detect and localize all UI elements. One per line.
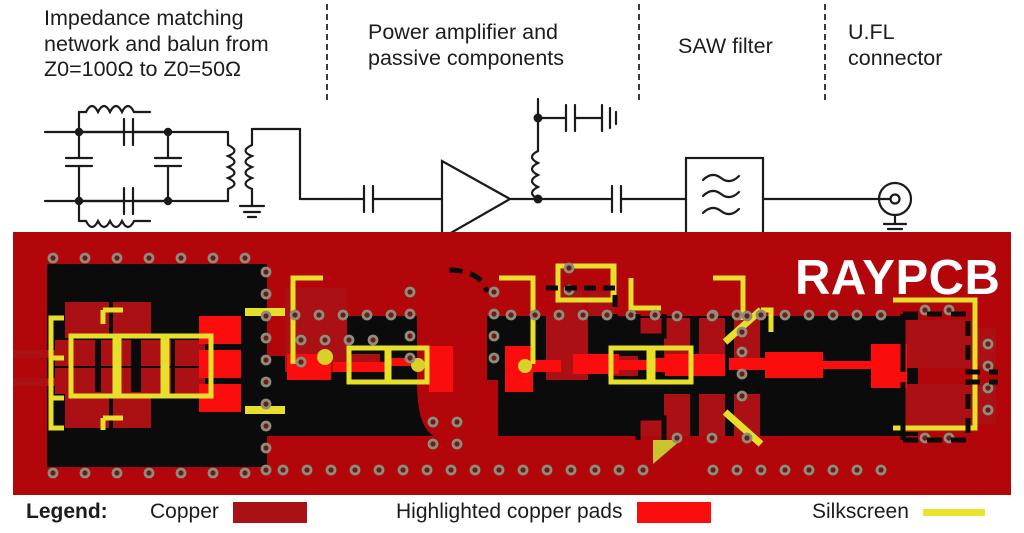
transformer-primary xyxy=(225,143,236,191)
raypcb-logo: RAYPCB xyxy=(795,251,1000,305)
legend-bar: Legend: Copper Highlighted copper pads S… xyxy=(0,496,1024,533)
ufl-connector-pin xyxy=(889,193,901,205)
legend-title: Legend: xyxy=(26,500,108,523)
filter-wave xyxy=(701,189,741,199)
legend-item-highlighted-pads-label: Highlighted copper pads xyxy=(396,500,623,523)
section-divider-1 xyxy=(326,4,328,100)
filter-wave xyxy=(701,173,741,183)
legend-item-silkscreen-label: Silkscreen xyxy=(812,500,909,523)
legend-item-copper-label: Copper xyxy=(150,500,219,523)
silkscreen-dots xyxy=(317,349,532,373)
annotation-saw-filter: SAW filter xyxy=(678,34,773,58)
bias-inductor xyxy=(530,149,541,201)
annotation-ufl-connector: U.FL connector xyxy=(848,20,943,70)
annotation-power-amplifier: Power amplifier and passive components xyxy=(368,20,564,70)
legend-item-silkscreen: Silkscreen xyxy=(812,500,985,524)
transformer-secondary xyxy=(244,143,255,191)
legend-swatch-highlighted-pads xyxy=(636,501,711,523)
board-keepout-outline xyxy=(546,285,998,443)
legend-item-copper: Copper xyxy=(150,500,307,524)
amplifier-triangle xyxy=(440,159,513,240)
inductor-coil-bottom xyxy=(84,218,136,229)
filter-wave xyxy=(701,206,741,216)
annotation-impedance-matching: Impedance matching network and balun fro… xyxy=(44,6,269,81)
legend-title-wrap: Legend: xyxy=(26,500,108,524)
legend-swatch-silkscreen xyxy=(922,508,985,516)
pcb-layout-svg: RAYPCB xyxy=(13,232,1011,495)
schematic-diagram xyxy=(0,96,1024,240)
legend-swatch-copper xyxy=(232,501,307,523)
section-divider-3 xyxy=(824,4,826,100)
legend-item-highlighted-pads: Highlighted copper pads xyxy=(396,500,711,524)
inductor-coil-top xyxy=(84,104,136,115)
pcb-layout-image: RAYPCB xyxy=(13,232,1011,495)
annotation-band: Impedance matching network and balun fro… xyxy=(0,0,1024,104)
section-divider-2 xyxy=(638,4,640,100)
